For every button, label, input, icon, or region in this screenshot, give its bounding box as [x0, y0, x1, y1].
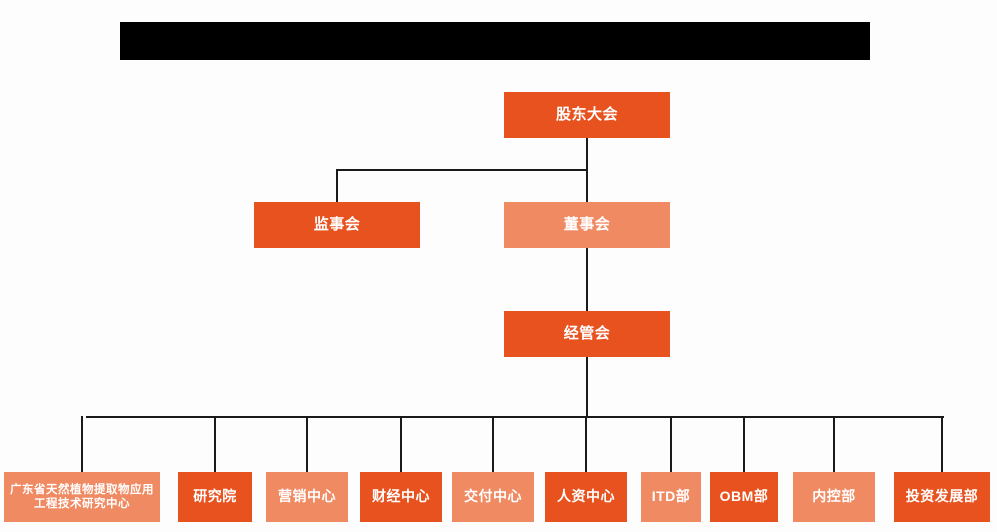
connector-department-drop [81, 416, 83, 472]
node-department[interactable]: 广东省天然植物提取物应用工程技术研究中心 [4, 472, 160, 522]
connector-department-drop [492, 416, 494, 472]
connector-departments-bus [86, 416, 944, 418]
connector-management-stem [586, 357, 588, 416]
connector-department-drop [941, 416, 943, 472]
connector-board-to-management [586, 248, 588, 311]
node-board-of-directors[interactable]: 董事会 [504, 202, 670, 248]
node-management-committee[interactable]: 经管会 [504, 311, 670, 357]
connector-level2-bus [336, 169, 588, 171]
connector-shareholders-stem [586, 138, 588, 169]
node-board-of-supervisors[interactable]: 监事会 [254, 202, 420, 248]
node-department[interactable]: 交付中心 [452, 472, 534, 522]
node-department[interactable]: 人资中心 [545, 472, 627, 522]
redacted-title-bar [120, 22, 870, 60]
connector-supervisors-drop [336, 169, 338, 202]
node-department[interactable]: ITD部 [641, 472, 701, 522]
node-department[interactable]: 财经中心 [360, 472, 442, 522]
node-department[interactable]: 营销中心 [266, 472, 348, 522]
node-department[interactable]: 投资发展部 [894, 472, 990, 522]
connector-department-drop [743, 416, 745, 472]
node-shareholders-meeting[interactable]: 股东大会 [504, 92, 670, 138]
node-department[interactable]: 内控部 [793, 472, 875, 522]
connector-department-drop [306, 416, 308, 472]
connector-department-drop [214, 416, 216, 472]
connector-department-drop [400, 416, 402, 472]
connector-board-drop [586, 169, 588, 202]
connector-department-drop [833, 416, 835, 472]
connector-department-drop [670, 416, 672, 472]
node-department[interactable]: OBM部 [710, 472, 778, 522]
node-department[interactable]: 研究院 [178, 472, 252, 522]
connector-department-drop [585, 416, 587, 472]
